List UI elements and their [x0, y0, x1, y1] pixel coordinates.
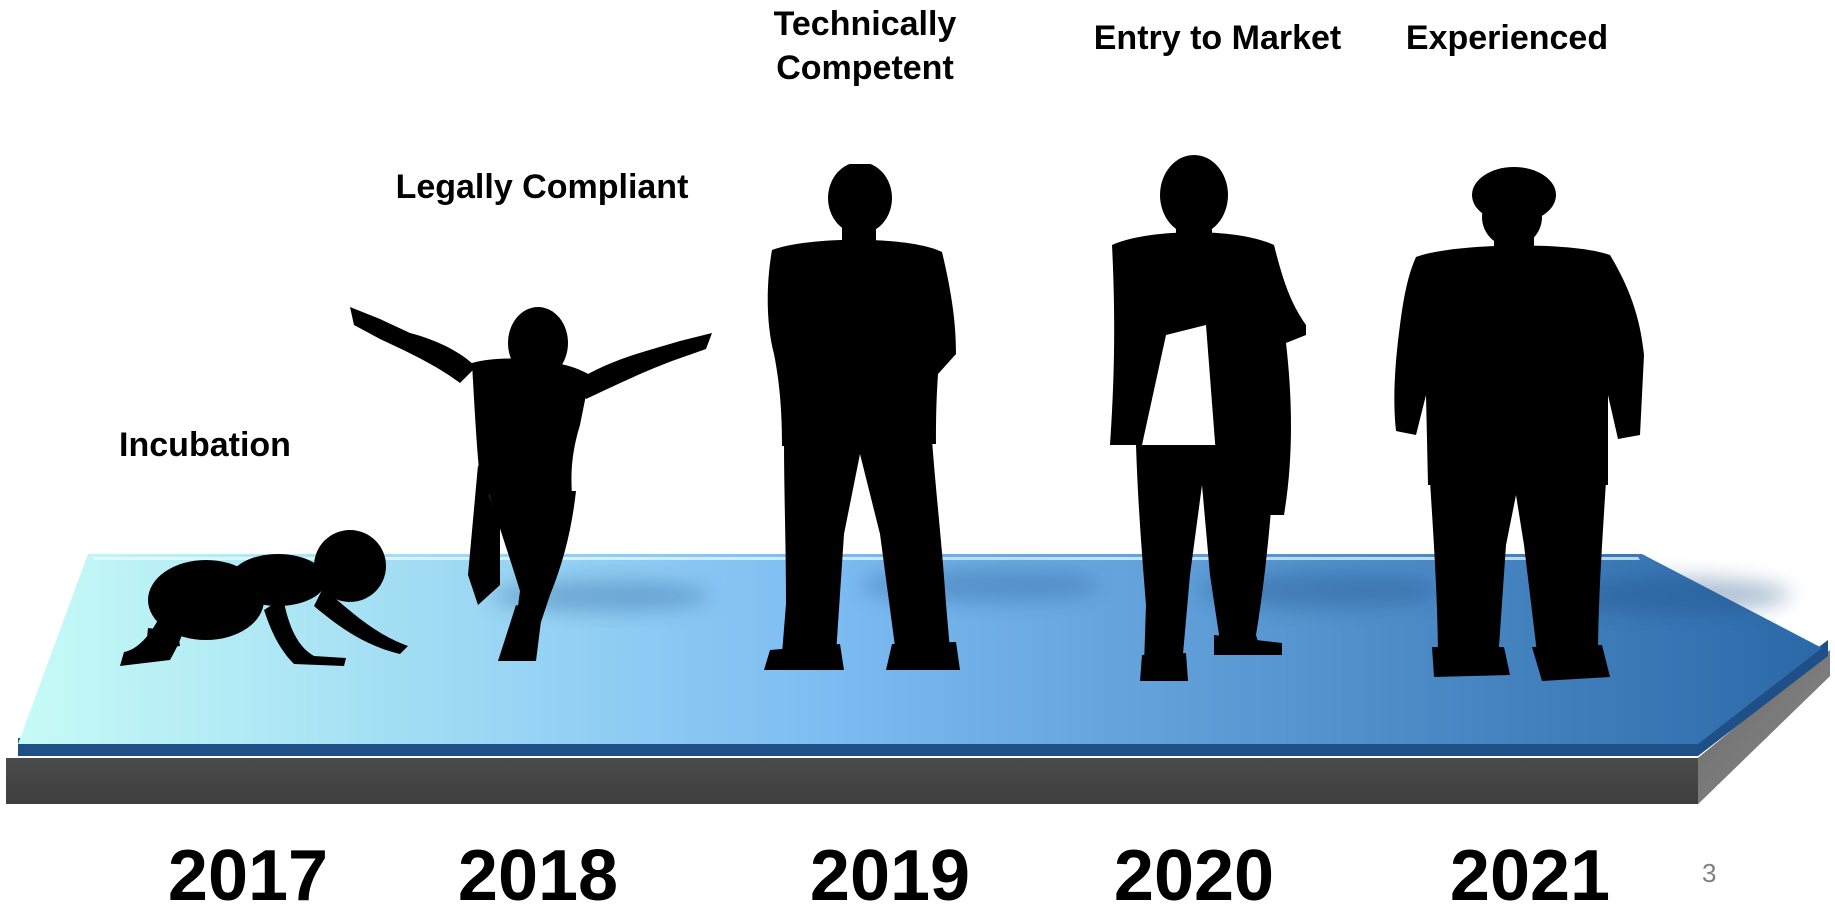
year-label-2021: 2021 [1449, 836, 1611, 916]
slide-number: 3 [1702, 858, 1717, 888]
stage-label-experienced: Experienced [1405, 19, 1609, 57]
year-label-2019: 2019 [809, 836, 971, 916]
platform-base-right [1698, 650, 1830, 804]
crawling-baby-silhouette [118, 528, 408, 666]
year-label-2020: 2020 [1113, 836, 1275, 916]
stage-label-legally-compliant: Legally Compliant [395, 168, 689, 206]
year-label-2017: 2017 [167, 836, 329, 916]
jumping-child-silhouette [350, 305, 712, 663]
standing-teen-silhouette [760, 164, 960, 670]
standing-adult-man-silhouette [1392, 165, 1646, 685]
stage-label-entry-to-market: Entry to Market [1093, 19, 1342, 57]
stage-label-incubation: Incubation [119, 426, 291, 464]
standing-young-man-silhouette [1106, 155, 1312, 681]
year-label-2018: 2018 [457, 836, 619, 916]
stage-label-technically-competent: Technically Competent [773, 5, 957, 87]
platform-edge [18, 640, 1828, 756]
platform-base [6, 650, 1830, 804]
